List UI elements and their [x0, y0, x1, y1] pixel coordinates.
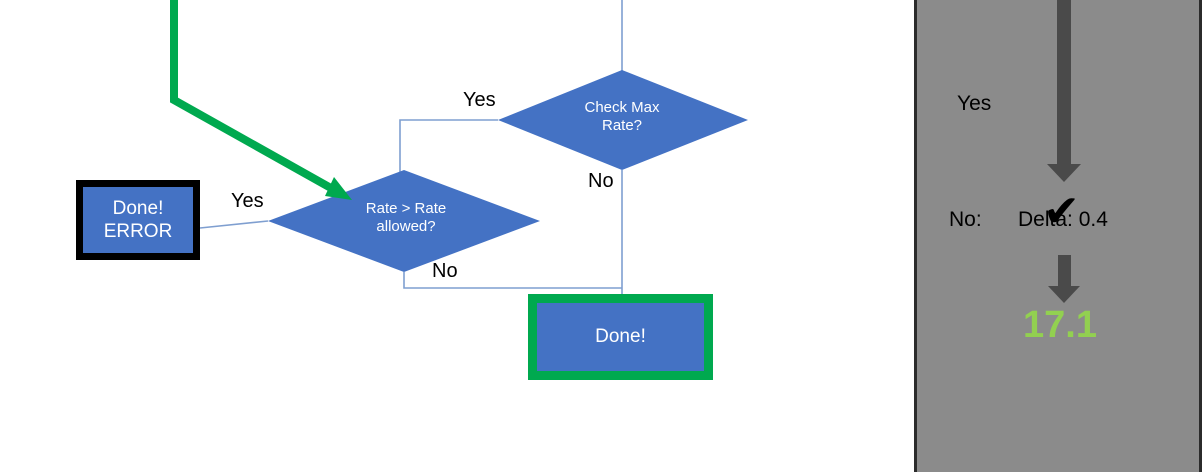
flowchart-canvas: Done! ERROR Done! Check Max Rate? Rate >…	[76, 0, 748, 380]
panel-yes-label: Yes	[957, 92, 992, 115]
connector-check-max-yes-to-rate-allowed	[399, 119, 498, 172]
decision-rate-greater-than-allowed[interactable]	[268, 170, 540, 272]
edge-label-rate-allowed-no: No	[432, 260, 458, 282]
panel-arrow-long-icon	[1047, 0, 1081, 182]
decision-check-max-rate[interactable]	[498, 70, 748, 170]
process-done-ok[interactable]: Done!	[528, 294, 713, 380]
panel-no-label: No:	[949, 208, 982, 231]
flowchart-vector-layer	[170, 0, 748, 294]
process-done-error[interactable]: Done! ERROR	[76, 180, 200, 260]
panel-arrow-short-icon	[1048, 255, 1080, 303]
panel-result-value: 17.1	[1023, 304, 1097, 346]
edge-label-check-max-no: No	[588, 170, 614, 192]
process-done-error-label: Done! ERROR	[103, 197, 173, 242]
edge-label-check-max-yes: Yes	[463, 89, 496, 111]
panel-delta-value: Delta: 0.4	[1018, 208, 1108, 231]
connector-rate-allowed-yes-to-error	[199, 220, 269, 229]
highlight-green-path	[170, 0, 340, 196]
edge-label-rate-allowed-yes: Yes	[231, 190, 264, 212]
status-panel: Yes No: Delta: 0.4 ✔ 17.1	[914, 0, 1202, 472]
process-done-ok-label: Done!	[595, 326, 646, 348]
highlight-green-arrowhead	[325, 177, 352, 200]
check-icon: ✔	[1043, 186, 1080, 237]
connector-rate-allowed-no	[403, 272, 622, 289]
